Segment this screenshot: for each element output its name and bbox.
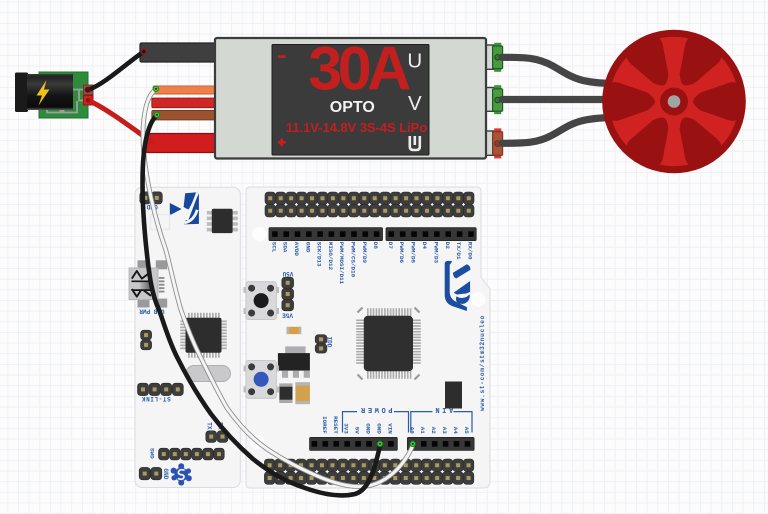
- svg-text:RESET: RESET: [332, 416, 339, 434]
- svg-text:PWM/D3: PWM/D3: [432, 242, 439, 264]
- svg-text:SCL: SCL: [270, 242, 277, 253]
- svg-text:3V3: 3V3: [343, 423, 350, 434]
- svg-text:D7: D7: [387, 242, 394, 250]
- svg-text:A0: A0: [408, 427, 415, 435]
- svg-text:TX/D1: TX/D1: [455, 242, 462, 260]
- svg-text:AIN: AIN: [433, 405, 453, 413]
- svg-text:GND: GND: [365, 423, 372, 434]
- svg-text:GND: GND: [162, 469, 169, 480]
- svg-text:V5E: V5E: [282, 312, 293, 319]
- svg-text:ST-LINK: ST-LINK: [141, 395, 170, 402]
- svg-text:SWD: SWD: [149, 448, 156, 459]
- svg-text:SCK/D13: SCK/D13: [316, 242, 323, 267]
- svg-text:A4: A4: [452, 427, 459, 435]
- svg-text:V: V: [408, 92, 422, 115]
- svg-text:D4: D4: [421, 242, 428, 250]
- svg-text:30A: 30A: [308, 35, 410, 103]
- svg-text:PWM/CS/D10: PWM/CS/D10: [350, 242, 357, 278]
- svg-text:MISO/D12: MISO/D12: [327, 242, 334, 271]
- svg-text:VIN: VIN: [386, 423, 393, 434]
- svg-text:5V: 5V: [354, 427, 361, 435]
- svg-text:IDD: IDD: [326, 337, 333, 348]
- svg-text:IOREF: IOREF: [321, 416, 328, 434]
- svg-text:A2: A2: [430, 427, 437, 435]
- svg-text:A5: A5: [463, 427, 470, 435]
- svg-text:POWER: POWER: [358, 405, 392, 413]
- svg-text:AVDD: AVDD: [293, 242, 300, 257]
- svg-text:11.1V-14.8V 3S-4S LiPo: 11.1V-14.8V 3S-4S LiPo: [286, 120, 427, 135]
- svg-text:PWM/D6: PWM/D6: [398, 242, 405, 264]
- svg-text:RX/D0: RX/D0: [467, 242, 474, 260]
- svg-text:GND: GND: [304, 242, 311, 253]
- svg-text:SDA: SDA: [282, 242, 289, 253]
- svg-text:D2: D2: [444, 242, 451, 250]
- svg-text:PWM/MOSI/D11: PWM/MOSI/D11: [338, 242, 345, 285]
- svg-text:U: U: [407, 50, 422, 73]
- svg-text:GND: GND: [375, 423, 382, 434]
- svg-text:A3: A3: [441, 427, 448, 435]
- svg-text:USB PWR: USB PWR: [139, 308, 165, 315]
- svg-text:A1: A1: [419, 427, 426, 435]
- svg-text:OPTO: OPTO: [330, 99, 375, 116]
- svg-text:PWM/D9: PWM/D9: [361, 242, 368, 264]
- svg-text:www.st-com/stm32nucleo: www.st-com/stm32nucleo: [479, 315, 486, 411]
- svg-text:V5U: V5U: [282, 270, 293, 277]
- svg-text:TX: TX: [205, 422, 212, 430]
- svg-text:PWM/D5: PWM/D5: [410, 242, 417, 264]
- svg-text:D8: D8: [372, 242, 379, 250]
